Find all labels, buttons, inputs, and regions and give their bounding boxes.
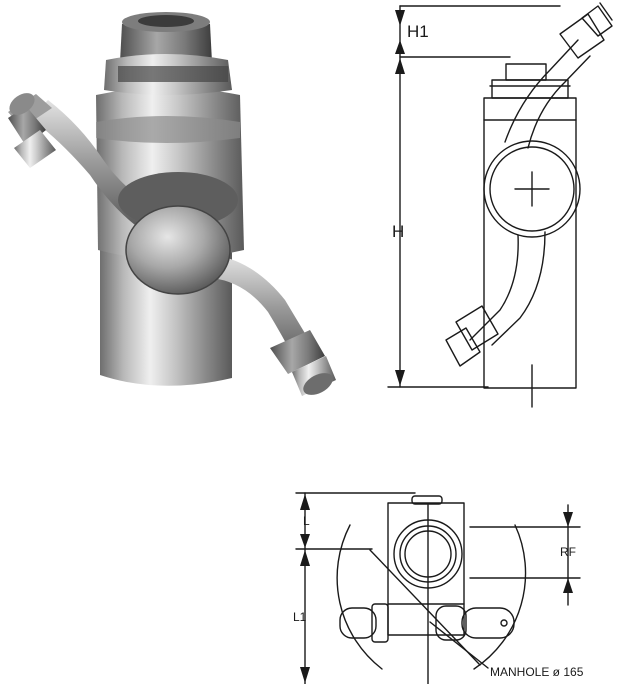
- dimension-h1-label: H1: [407, 22, 429, 41]
- dimension-rf-label: RF: [560, 545, 576, 559]
- manhole-label: MANHOLE ø 165: [490, 665, 584, 679]
- dimension-l-label: L: [303, 514, 310, 528]
- dimension-h-label: H: [392, 222, 405, 241]
- dimension-l1-label: L1: [293, 610, 307, 624]
